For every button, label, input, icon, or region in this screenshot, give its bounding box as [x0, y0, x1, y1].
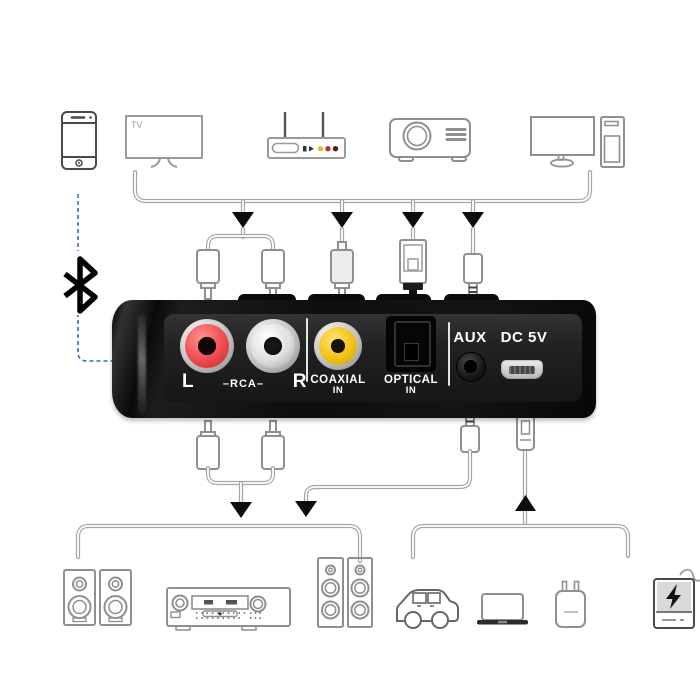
- panel-divider: [306, 318, 308, 382]
- rca-right-label: R: [292, 371, 307, 392]
- aux-cable-bottom: [303, 412, 480, 504]
- arrow-up-power-in: [515, 495, 536, 511]
- aux-cable-top: [463, 226, 483, 297]
- optical-port-inner-frame: [394, 321, 431, 367]
- optical-cable-top: [399, 226, 427, 299]
- lightning-bolt-icon: [666, 584, 681, 609]
- usb-power-cable-bottom: [516, 412, 535, 526]
- av-receiver-icon: [166, 587, 291, 631]
- aux-jack-hole: [464, 360, 477, 373]
- optical-label: OPTICAL IN: [384, 374, 438, 397]
- car-icon: [396, 589, 459, 629]
- tv-screen-label: TV: [131, 120, 143, 130]
- power-bank-icon: [653, 568, 700, 629]
- arrow-down-aux: [462, 212, 484, 228]
- bottom-line-right: [410, 523, 631, 560]
- set-top-box-icon: [267, 112, 346, 159]
- projector-icon: [389, 118, 471, 162]
- bluetooth-icon: [63, 256, 98, 314]
- device-front-panel: [164, 314, 582, 402]
- aux-jack-port: [456, 352, 486, 382]
- phone-icon: [61, 111, 97, 170]
- arrow-down-to-speakers: [230, 502, 252, 518]
- panel-divider: [448, 322, 450, 386]
- rca-left-label: L: [182, 371, 195, 392]
- device-edge-highlight: [138, 314, 146, 414]
- aux-label: AUX: [453, 329, 487, 346]
- desktop-pc-icon: [530, 116, 625, 168]
- rca-label-row: L –RCA– R: [182, 372, 307, 392]
- arrow-down-rca: [232, 212, 254, 228]
- rca-left-port-hole: [198, 337, 216, 355]
- top-connection-line: [132, 169, 593, 204]
- arrow-down-optical: [402, 212, 424, 228]
- bottom-line-left: [75, 523, 363, 564]
- laptop-icon: [477, 593, 528, 625]
- micro-usb-port: [501, 360, 543, 379]
- micro-usb-pins: [509, 366, 535, 374]
- coaxial-cable-top: [330, 226, 354, 300]
- tv-icon: TV: [125, 115, 203, 168]
- arrow-down-coaxial: [331, 212, 353, 228]
- rca-mid-label: –RCA–: [222, 378, 264, 390]
- bluetooth-receiver-device: L –RCA– R COAXIAL IN OPTICAL IN AUX DC 5…: [112, 294, 596, 428]
- arrow-down-aux-out: [295, 501, 317, 517]
- bookshelf-speakers-icon: [63, 569, 132, 626]
- rca-right-port-hole: [264, 337, 282, 355]
- optical-port: [386, 316, 436, 372]
- cable-stems-top: [240, 198, 476, 215]
- coaxial-label: COAXIAL IN: [310, 374, 366, 397]
- usb-charger-icon: [555, 580, 586, 628]
- tower-speakers-icon: [317, 557, 373, 628]
- dc5v-label: DC 5V: [500, 329, 548, 346]
- optical-port-window: [404, 343, 419, 361]
- rca-stereo-cable-top: [196, 226, 285, 300]
- coaxial-port-hole: [331, 339, 345, 353]
- rca-stereo-cable-bottom: [196, 420, 285, 505]
